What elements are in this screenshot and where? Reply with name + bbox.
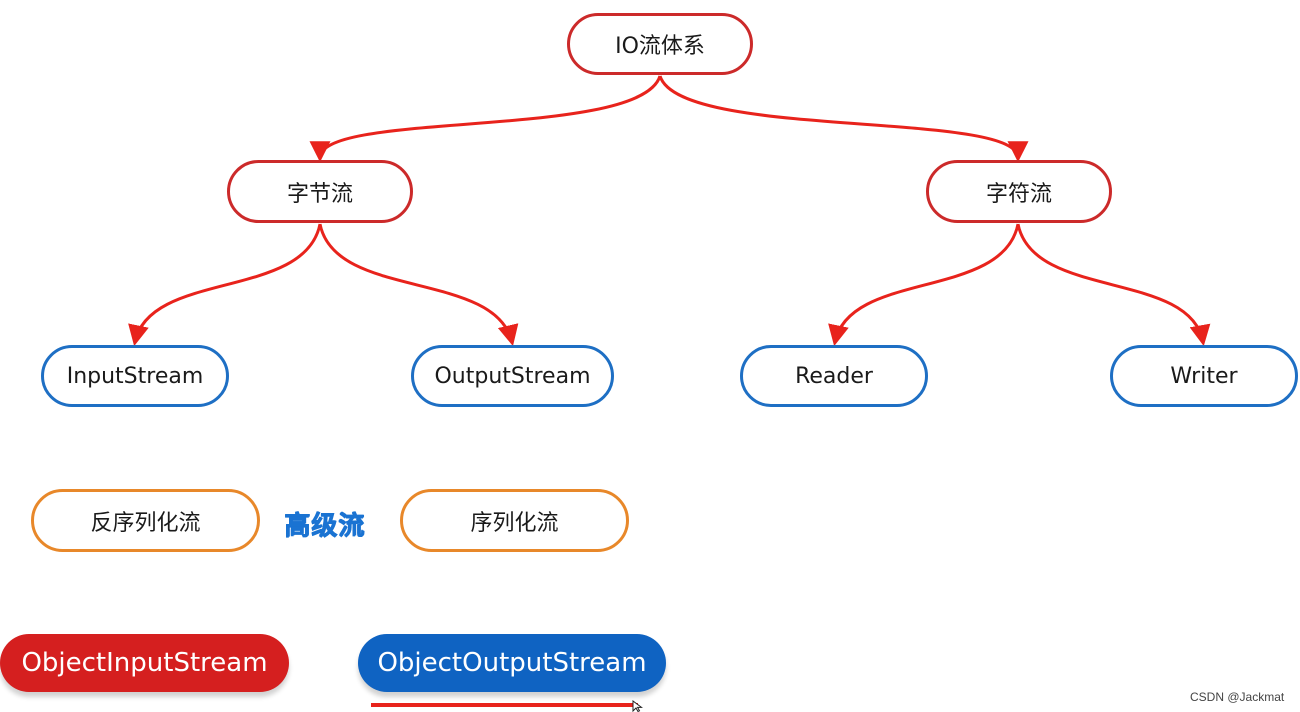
input-stream-node: InputStream <box>41 345 229 407</box>
watermark: CSDN @Jackmat <box>1190 690 1285 704</box>
output-stream-label: OutputStream <box>434 363 591 389</box>
deserialization-stream-node: 反序列化流 <box>31 489 260 552</box>
writer-label: Writer <box>1170 363 1238 389</box>
edge-root-to-char-stream <box>658 75 1029 163</box>
advanced-stream-label: 高级流 <box>284 511 366 541</box>
reader-label: Reader <box>795 363 873 389</box>
edge-root-to-byte-stream <box>309 75 662 163</box>
object-output-stream-node: ObjectOutputStream <box>358 634 666 692</box>
serialization-stream-label: 序列化流 <box>470 510 559 536</box>
char-stream-node: 字符流 <box>926 160 1112 223</box>
serialization-stream-node: 序列化流 <box>400 489 629 552</box>
output-stream-node: OutputStream <box>411 345 614 407</box>
edge-char-to-reader <box>828 223 1020 347</box>
object-output-stream-label: ObjectOutputStream <box>377 648 647 678</box>
byte-stream-label: 字节流 <box>286 181 353 207</box>
highlight-underline <box>371 703 638 707</box>
edge-char-to-writer <box>1016 223 1211 347</box>
edge-byte-to-input-stream <box>128 223 322 347</box>
reader-node: Reader <box>740 345 928 407</box>
byte-stream-node: 字节流 <box>227 160 413 223</box>
object-input-stream-label: ObjectInputStream <box>21 648 268 678</box>
root-node: IO流体系 <box>567 13 753 75</box>
mouse-pointer-icon <box>632 700 643 712</box>
object-input-stream-node: ObjectInputStream <box>0 634 289 692</box>
root-node-label: IO流体系 <box>615 34 705 59</box>
char-stream-label: 字符流 <box>985 181 1052 207</box>
edge-byte-to-output-stream <box>318 223 519 347</box>
input-stream-label: InputStream <box>66 363 204 389</box>
writer-node: Writer <box>1110 345 1298 407</box>
deserialization-stream-label: 反序列化流 <box>90 510 201 536</box>
